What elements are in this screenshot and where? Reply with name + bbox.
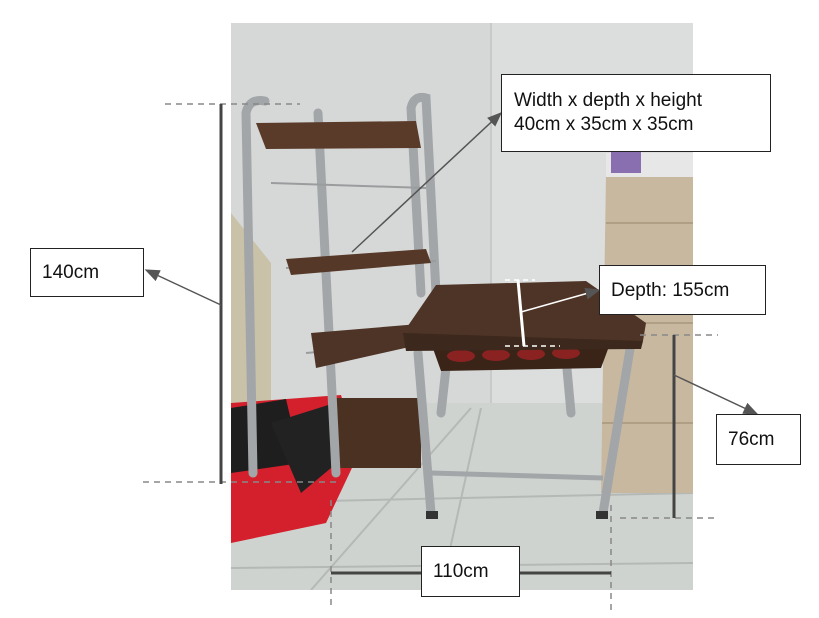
desk-depth-label: Depth: 155cm — [599, 265, 766, 315]
depth-155-marker — [505, 279, 601, 347]
height-76-marker — [620, 334, 759, 519]
bookshelf — [241, 93, 441, 478]
desk-width-label: 110cm — [421, 546, 520, 597]
height-140-marker — [143, 103, 340, 484]
shelf-top — [256, 121, 421, 149]
total-height-label: 140cm — [30, 248, 144, 297]
shelf-dimensions-line1: Width x depth x height — [514, 90, 702, 111]
shelf-dimensions-line2: 40cm x 35cm x 35cm — [514, 114, 694, 135]
shelf-spec-pointer — [351, 111, 503, 253]
width-110-marker — [330, 500, 612, 612]
shelf-dimensions-label: Width x depth x height 40cm x 35cm x 35c… — [501, 74, 771, 152]
shelf-middle — [286, 249, 431, 275]
desk-height-label: 76cm — [716, 414, 801, 465]
